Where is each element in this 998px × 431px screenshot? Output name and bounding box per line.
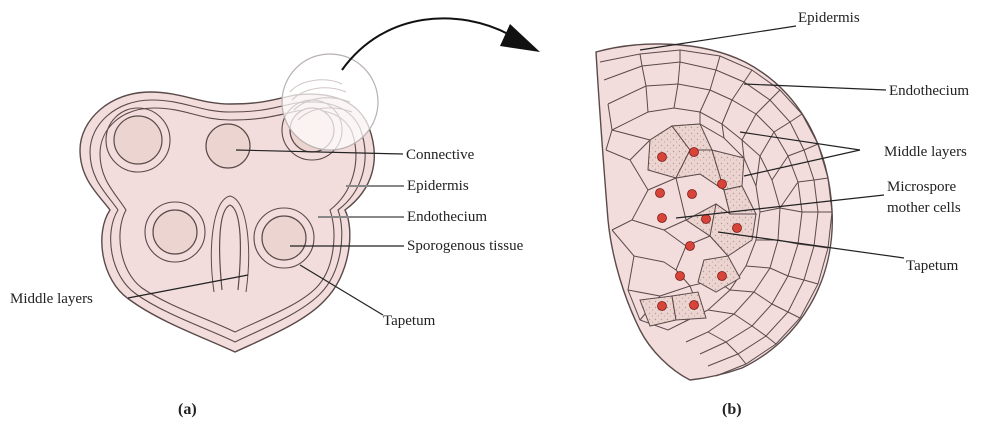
label-sporogenous-tissue: Sporogenous tissue — [407, 238, 524, 254]
nucleus — [718, 272, 727, 281]
label-epidermis-b: Epidermis — [798, 10, 860, 26]
nucleus — [658, 214, 667, 223]
caption-a: (a) — [178, 401, 197, 418]
label-epidermis-a: Epidermis — [407, 178, 469, 194]
nucleus — [718, 180, 727, 189]
nucleus — [733, 224, 742, 233]
pollen-sac-bottom-right — [254, 208, 314, 268]
nucleus — [676, 272, 685, 281]
label-middle-layers-a: Middle layers — [10, 291, 93, 307]
nucleus — [690, 148, 699, 157]
label-connective: Connective — [406, 147, 475, 163]
nucleus — [658, 153, 667, 162]
magnifier-circle — [282, 54, 378, 150]
caption-b: (b) — [722, 401, 742, 418]
label-microspore-line2: mother cells — [887, 200, 961, 216]
label-tapetum-a: Tapetum — [383, 313, 436, 329]
label-microspore-line1: Microspore — [887, 179, 956, 195]
nucleus — [690, 301, 699, 310]
leader-epidermis-b — [640, 26, 796, 50]
pollen-sac-top-left — [106, 108, 170, 172]
panel-a-anther-cross-section: Connective Epidermis Endothecium Sporoge… — [10, 18, 540, 418]
zoom-arrow — [342, 18, 510, 70]
zoom-arrow-head — [500, 24, 540, 52]
nucleus — [686, 242, 695, 251]
label-tapetum-b: Tapetum — [906, 258, 959, 274]
connective-tissue — [206, 124, 250, 168]
label-middle-layers-b: Middle layers — [884, 144, 967, 160]
label-endothecium-b: Endothecium — [889, 83, 969, 99]
pollen-sac-bottom-left — [145, 202, 205, 262]
nucleus — [656, 189, 665, 198]
nucleus — [702, 215, 711, 224]
label-endothecium-a: Endothecium — [407, 209, 487, 225]
nucleus — [658, 302, 667, 311]
panel-b-wall-section: Epidermis Endothecium Middle layers Micr… — [596, 10, 969, 418]
nucleus — [688, 190, 697, 199]
